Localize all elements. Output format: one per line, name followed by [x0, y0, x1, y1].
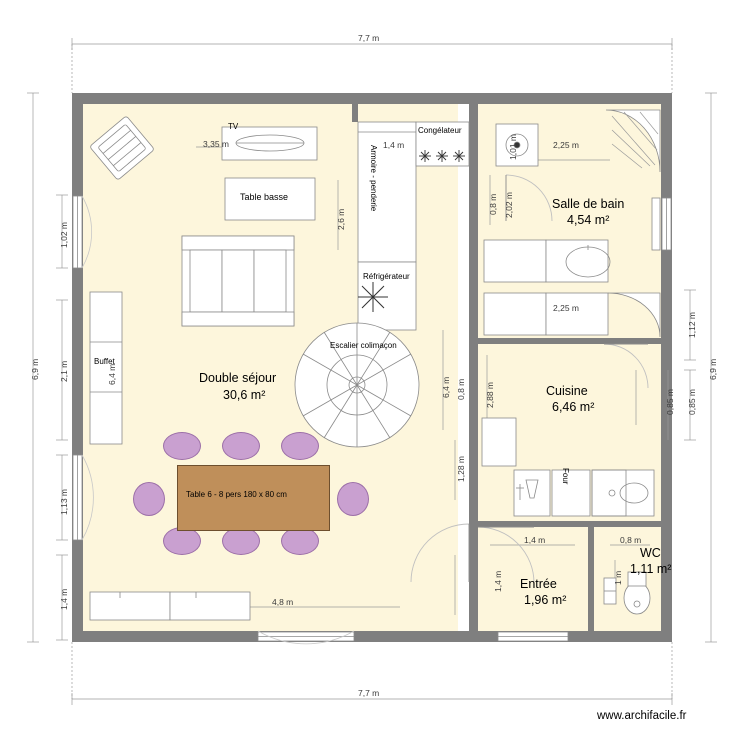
dim-left-overall: 6,9 m	[30, 358, 40, 380]
room-area-cuisine: 6,46 m²	[552, 400, 595, 414]
refrigerateur-label: Réfrigérateur	[363, 272, 410, 281]
room-area-entree: 1,96 m²	[524, 593, 567, 607]
chair	[222, 432, 260, 460]
dim-left-inner: 6,4 m	[107, 363, 117, 385]
site-credit: www.archifacile.fr	[597, 710, 687, 722]
dim-misc-128: 1,28 m	[456, 456, 466, 482]
room-area-sdb: 4,54 m²	[567, 213, 610, 227]
dim-right-seg-2: 0,85 m	[687, 389, 697, 415]
chair	[281, 432, 319, 460]
chair	[222, 527, 260, 555]
wall-interior-wc	[588, 527, 594, 631]
dim-misc-48: 4,8 m	[272, 597, 294, 607]
dim-misc-26: 2,6 m	[336, 208, 346, 230]
dim-top-overall: 7,7 m	[358, 33, 380, 43]
wall-interior-vertical-main	[469, 104, 478, 631]
dim-misc-225a: 2,25 m	[553, 140, 579, 150]
chair	[337, 482, 369, 516]
chair	[163, 432, 201, 460]
dim-misc-288: 2,88 m	[485, 382, 495, 408]
dim-misc-202: 2,02 m	[504, 192, 514, 218]
chair	[281, 527, 319, 555]
wall-interior-cuisine-entree	[478, 521, 661, 527]
dim-misc-335: 3,35 m	[203, 139, 229, 149]
armoire-label: Armoire - penderie	[369, 145, 378, 212]
dim-misc-225b: 2,25 m	[553, 303, 579, 313]
tv-label: TV	[228, 122, 239, 131]
four-label: Four	[561, 468, 570, 485]
chair	[133, 482, 165, 516]
dining-table-label: Table 6 - 8 pers 180 x 80 cm	[186, 490, 287, 499]
room-name-entree: Entrée	[520, 577, 557, 591]
dim-misc-14c: 1,4 m	[493, 570, 503, 592]
wall-stub-top-center	[352, 104, 358, 122]
dim-right-overall: 6,9 m	[708, 358, 718, 380]
wall-top	[72, 93, 672, 104]
dim-misc-101: 1,01 m	[508, 134, 518, 160]
dim-left-seg-4: 1,4 m	[59, 588, 69, 610]
wall-left	[72, 93, 83, 642]
congelateur-label: Congélateur	[418, 126, 462, 135]
dining-table	[177, 465, 330, 531]
room-name-cuisine: Cuisine	[546, 384, 588, 398]
room-fill-entree	[478, 524, 591, 631]
dim-misc-14a: 1,4 m	[383, 140, 405, 150]
dim-misc-1m: 1 m	[613, 570, 623, 585]
dim-left-seg-2: 2,1 m	[59, 360, 69, 382]
wall-right	[661, 93, 672, 642]
dim-right-inner: 0,85 m	[665, 389, 675, 415]
room-name-sdb: Salle de bain	[552, 197, 625, 211]
room-fill-wc	[591, 524, 661, 631]
dim-misc-14b: 1,4 m	[524, 535, 546, 545]
wall-bottom	[72, 631, 672, 642]
dim-bottom-overall: 7,7 m	[358, 688, 380, 698]
dim-left-seg-3: 1,13 m	[59, 489, 69, 515]
buffet-label: Buffet	[94, 357, 115, 366]
table-basse-label: Table basse	[240, 192, 289, 202]
room-name-wc: WC	[640, 546, 661, 560]
chair	[163, 527, 201, 555]
escalier-label: Escalier colimaçon	[330, 341, 397, 350]
dim-misc-08b: 0,8 m	[456, 378, 466, 400]
dim-left-seg-1: 1,02 m	[59, 222, 69, 248]
room-name-sejour: Double séjour	[199, 371, 277, 385]
dim-right-seg-1: 1,12 m	[687, 312, 697, 338]
dim-misc-08c: 0,8 m	[620, 535, 642, 545]
dim-misc-64: 6,4 m	[441, 376, 451, 398]
wall-interior-sdb-cuisine	[478, 338, 661, 344]
dim-misc-08a: 0,8 m	[488, 193, 498, 215]
room-area-wc: 1,11 m²	[630, 562, 672, 576]
room-area-sejour: 30,6 m²	[223, 388, 266, 402]
